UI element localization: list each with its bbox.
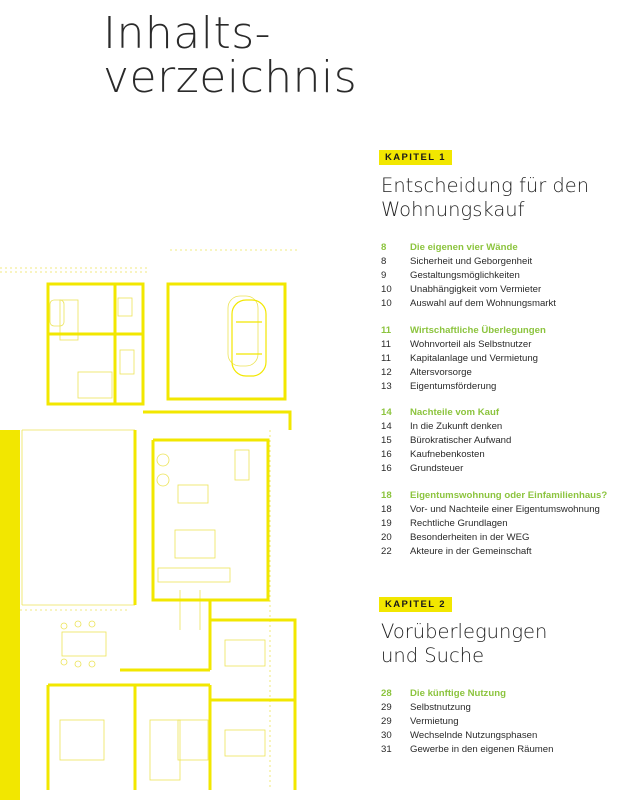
toc-section-title: Die künftige Nutzung: [410, 688, 506, 699]
toc-entry[interactable]: 9 Gestaltungsmöglichkeiten: [381, 269, 641, 283]
toc-page-number: 19: [381, 518, 392, 529]
chapter-title-1-line1: Entscheidung für den: [381, 174, 590, 197]
toc-entry-title: Vermietung: [410, 716, 459, 727]
toc-entry-title: Selbstnutzung: [410, 702, 471, 713]
chapter-badge-1: KAPITEL 1: [379, 150, 452, 165]
toc-section[interactable]: 28 Die künftige Nutzung: [381, 687, 641, 701]
chapter-title-1: Entscheidung für den Wohnungskauf: [381, 174, 641, 222]
toc-entry-title: Sicherheit und Geborgenheit: [410, 256, 533, 267]
toc-page-number: 8: [381, 242, 387, 253]
toc-page-number: 31: [381, 744, 392, 755]
chapter-title-2-line2: und Suche: [381, 644, 485, 667]
toc-entry[interactable]: 16 Grundsteuer: [381, 462, 641, 476]
toc-entry[interactable]: 10 Unabhängigkeit vom Vermieter: [381, 283, 641, 297]
toc-entry-title: Wohnvorteil als Selbstnutzer: [410, 339, 532, 350]
floor-plan-illustration: [0, 249, 300, 790]
toc-entry-title: Gewerbe in den eigenen Räumen: [410, 744, 554, 755]
toc-page-number: 8: [381, 256, 387, 267]
toc-section[interactable]: 11 Wirtschaftliche Überlegungen: [381, 324, 641, 338]
toc-page-number: 29: [381, 702, 392, 713]
page-title: Inhalts- verzeichnis: [103, 12, 357, 100]
toc-section-title: Eigentumswohnung oder Einfamilienhaus?: [410, 490, 608, 501]
toc-page-number: 11: [381, 325, 392, 336]
page-title-line2: verzeichnis: [103, 52, 358, 103]
toc-entry[interactable]: 16 Kaufnebenkosten: [381, 448, 641, 462]
toc-entry[interactable]: 20 Besonderheiten in der WEG: [381, 531, 641, 545]
toc-entry[interactable]: 12 Altersvorsorge: [381, 366, 641, 380]
toc-entry-title: Eigentumsförderung: [410, 381, 497, 392]
toc-page-number: 10: [381, 298, 392, 309]
toc-page-number: 11: [381, 353, 391, 364]
toc-entry-title: In die Zukunft denken: [410, 421, 503, 432]
toc-entry[interactable]: 15 Bürokratischer Aufwand: [381, 434, 641, 448]
toc-entry-title: Auswahl auf dem Wohnungsmarkt: [410, 298, 556, 309]
toc-page-number: 18: [381, 490, 392, 501]
toc-entry[interactable]: 29 Selbstnutzung: [381, 701, 641, 715]
toc-page-number: 12: [381, 367, 392, 378]
toc-page-number: 15: [381, 435, 392, 446]
toc-entry-title: Akteure in der Gemeinschaft: [410, 546, 532, 557]
toc-section[interactable]: 14 Nachteile vom Kauf: [381, 406, 641, 420]
toc-entry-title: Kaufnebenkosten: [410, 449, 485, 460]
toc-entry-title: Rechtliche Grundlagen: [410, 518, 508, 529]
toc-section[interactable]: 18 Eigentumswohnung oder Einfamilienhaus?: [381, 489, 641, 503]
toc-page-number: 14: [381, 407, 392, 418]
toc-entry-title: Vor- und Nachteile einer Eigentumswohnun…: [410, 504, 600, 515]
toc-page-number: 28: [381, 688, 392, 699]
yellow-side-bar: [0, 430, 20, 800]
toc-page-number: 18: [381, 504, 392, 515]
toc-entry-title: Kapitalanlage und Vermietung: [410, 353, 539, 364]
toc-entry[interactable]: 29 Vermietung: [381, 715, 641, 729]
toc-page-number: 20: [381, 532, 392, 543]
toc-entry-title: Besonderheiten in der WEG: [410, 532, 530, 543]
toc-section-title: Die eigenen vier Wände: [410, 242, 518, 253]
toc-entry[interactable]: 13 Eigentumsförderung: [381, 380, 641, 394]
toc-page-number: 13: [381, 381, 392, 392]
toc-entry[interactable]: 8 Sicherheit und Geborgenheit: [381, 255, 641, 269]
toc-entry-title: Grundsteuer: [410, 463, 464, 474]
toc-page-number: 10: [381, 284, 392, 295]
toc-entry[interactable]: 14 In die Zukunft denken: [381, 420, 641, 434]
toc-page-number: 29: [381, 716, 392, 727]
toc-page-number: 30: [381, 730, 392, 741]
toc-section-title: Wirtschaftliche Überlegungen: [410, 325, 546, 336]
toc-section[interactable]: 8 Die eigenen vier Wände: [381, 241, 641, 255]
toc-page-number: 16: [381, 463, 392, 474]
page-title-line1: Inhalts-: [103, 8, 271, 59]
toc-page-number: 16: [381, 449, 392, 460]
toc-entry[interactable]: 22 Akteure in der Gemeinschaft: [381, 545, 641, 559]
toc-section-title: Nachteile vom Kauf: [410, 407, 500, 418]
toc-page-number: 22: [381, 546, 392, 557]
toc-entry[interactable]: 11 Kapitalanlage und Vermietung: [381, 352, 641, 366]
toc-entry[interactable]: 18 Vor- und Nachteile einer Eigentumswohn…: [381, 503, 641, 517]
toc-entry[interactable]: 11 Wohnvorteil als Selbstnutzer: [381, 338, 641, 352]
toc-entry[interactable]: 31 Gewerbe in den eigenen Räumen: [381, 743, 641, 757]
toc-entry-title: Altersvorsorge: [410, 367, 472, 378]
toc-entry[interactable]: 19 Rechtliche Grundlagen: [381, 517, 641, 531]
toc-page-number: 14: [381, 421, 392, 432]
toc-entry-title: Bürokratischer Aufwand: [410, 435, 512, 446]
toc-entry-title: Wechselnde Nutzungsphasen: [410, 730, 538, 741]
chapter-title-2: Vorüberlegungen und Suche: [381, 620, 641, 668]
chapter-title-1-line2: Wohnungskauf: [381, 198, 525, 221]
toc-entry[interactable]: 30 Wechselnde Nutzungsphasen: [381, 729, 641, 743]
chapter-badge-2: KAPITEL 2: [379, 597, 452, 612]
toc-entry-title: Unabhängigkeit vom Vermieter: [410, 284, 542, 295]
toc-page-number: 9: [381, 270, 387, 281]
toc-entry[interactable]: 10 Auswahl auf dem Wohnungsmarkt: [381, 297, 641, 311]
toc-entry-title: Gestaltungsmöglichkeiten: [410, 270, 520, 281]
chapter-title-2-line1: Vorüberlegungen: [381, 620, 548, 643]
toc-page-number: 11: [381, 339, 391, 350]
